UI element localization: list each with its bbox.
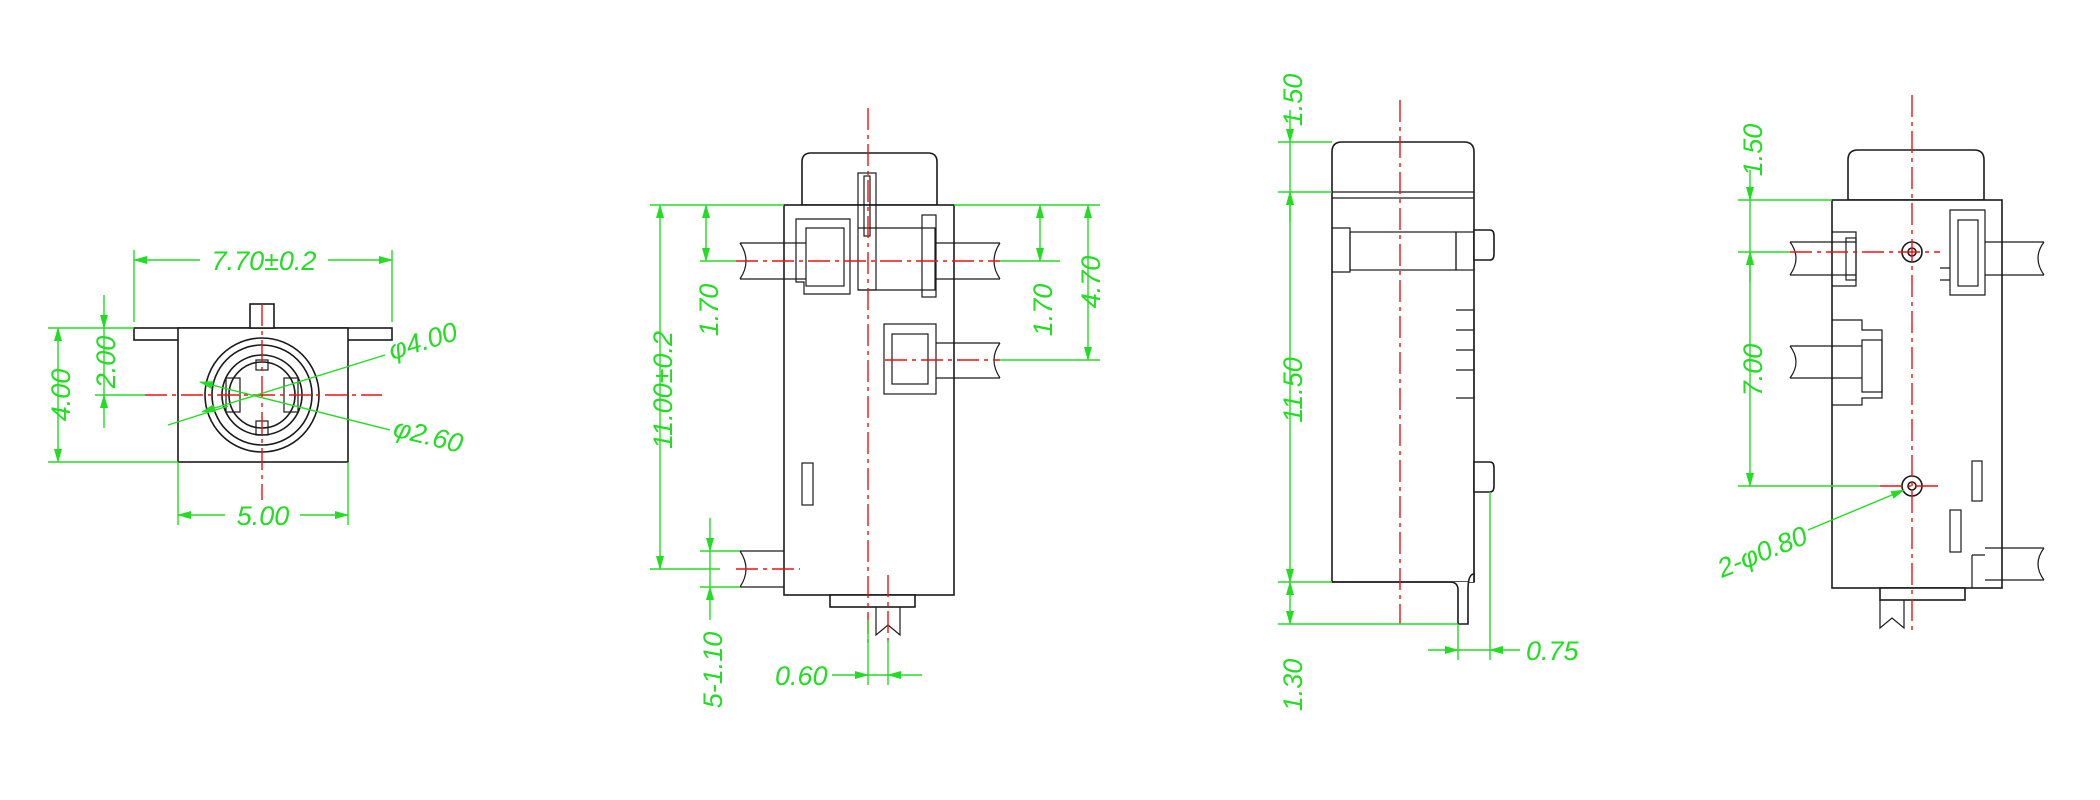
profile-view: 1.50 11.50 1.30 0.75 (1278, 74, 1580, 712)
dim-side-right-pitch-top: 1.70 (954, 204, 1100, 337)
dim-front-width: 7.70±0.2 (133, 246, 393, 322)
dim-front-center-height: 2.00 (91, 295, 145, 428)
dim-label-side-left-pitch: 1.70 (694, 284, 724, 337)
dim-label-front-height: 4.00 (46, 369, 76, 422)
dim-label-side-pin-offset: 0.60 (775, 661, 828, 691)
back-view-body (1789, 149, 2045, 630)
dim-label-front-body-width: 5.00 (237, 501, 290, 531)
dim-label-side-pin: 5-1.10 (698, 632, 728, 709)
dim-side-pin-offset: 0.60 (775, 620, 922, 691)
dim-profile-tab-thickness: 0.75 (1428, 492, 1580, 666)
dim-label-profile-body-height: 11.50 (1278, 357, 1308, 423)
side-view: 11.00±0.2 1.70 1.70 4.70 5-1 (648, 108, 1106, 708)
dim-side-overall-height: 11.00±0.2 (648, 204, 784, 570)
dim-label-inner-diameter: φ2.60 (391, 413, 466, 459)
dim-side-right-pitch-mid: 4.70 (1000, 204, 1106, 361)
dim-label-profile-top-cap: 1.50 (1278, 74, 1308, 127)
back-view: 1.50 7.00 2-φ0.80 (1712, 95, 2045, 630)
dim-label-side-right-pitch-mid: 4.70 (1076, 256, 1106, 309)
dim-label-back-hole-pitch: 7.00 (1738, 344, 1768, 397)
profile-view-body (1331, 141, 1495, 625)
dim-label-profile-bottom-tab: 1.30 (1278, 659, 1308, 712)
dim-label-back-top-cap: 1.50 (1738, 124, 1768, 177)
dim-back-hole-pitch: 7.00 (1738, 251, 1880, 487)
dim-side-left-pitch: 1.70 (694, 204, 736, 337)
front-view: 7.70±0.2 4.00 2.00 φ4.00 φ2.60 (46, 246, 466, 531)
front-view-body (133, 303, 393, 463)
dim-label-front-center-height: 2.00 (91, 336, 121, 390)
dim-label-side-right-pitch-top: 1.70 (1028, 284, 1058, 337)
dim-profile-bottom-tab: 1.30 (1278, 581, 1458, 712)
dim-label-back-holes: 2-φ0.80 (1712, 520, 1811, 583)
side-view-body (739, 152, 1001, 637)
dim-side-pin: 5-1.10 (698, 518, 740, 708)
dim-front-height: 4.00 (46, 327, 178, 463)
dim-profile-body-height: 11.50 (1278, 191, 1332, 583)
dim-label-profile-tab-thickness: 0.75 (1526, 636, 1580, 666)
dim-back-top-cap: 1.50 (1738, 124, 1832, 282)
dim-profile-top-cap: 1.50 (1278, 74, 1332, 222)
dim-front-body-width: 5.00 (177, 462, 349, 531)
dim-label-front-width: 7.70±0.2 (212, 246, 317, 276)
dim-label-outer-diameter: φ4.00 (385, 317, 461, 366)
dim-label-side-overall-height: 11.00±0.2 (648, 331, 678, 449)
